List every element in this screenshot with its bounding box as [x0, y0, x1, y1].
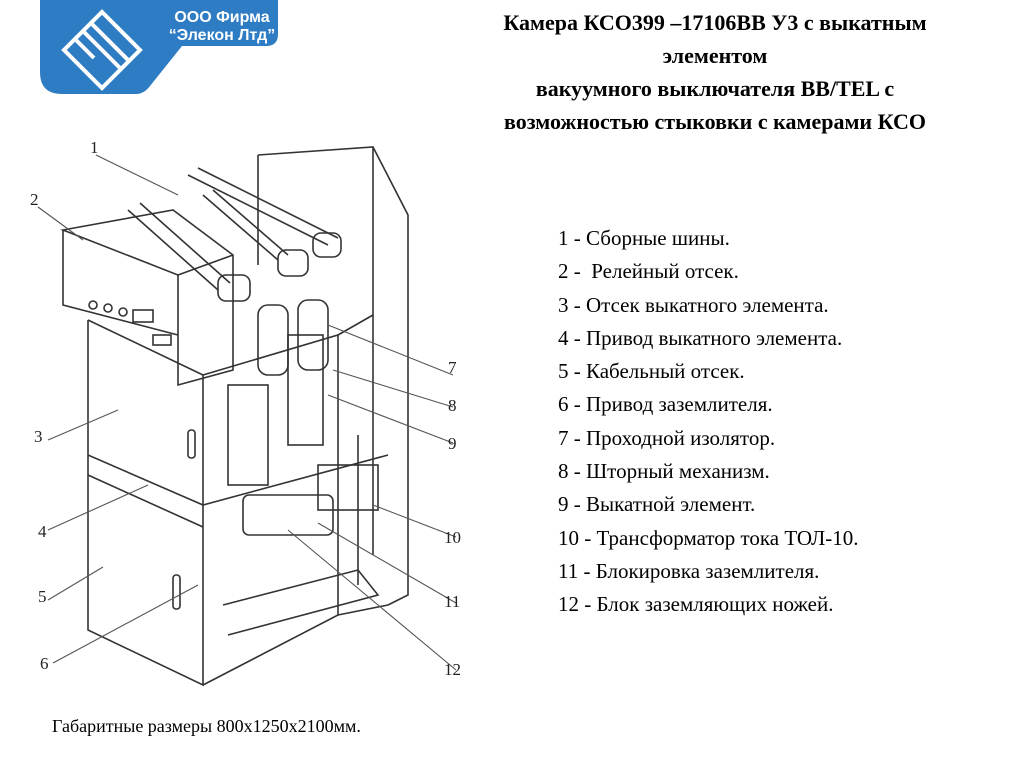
page-title: Камера КСО399 –17106ВВ У3 с выкатным эле… [420, 6, 1010, 138]
legend-item: 5 - Кабельный отсек. [558, 359, 745, 384]
title-line: Камера КСО399 –17106ВВ У3 с выкатным [503, 10, 927, 35]
legend-item: 8 - Шторный механизм. [558, 459, 770, 484]
legend-item: 4 - Привод выкатного элемента. [558, 325, 843, 350]
legend-item: 1 - Сборные шины. [558, 226, 730, 250]
legend-item: 3 - Отсек выкатного элемента. [558, 292, 829, 317]
title-line: элементом [662, 43, 768, 68]
title-line: возможностью стыковки с камерами КСО [503, 109, 927, 134]
legend-item: 6 - Привод заземлителя. [558, 392, 773, 417]
callout-7: 7 [448, 358, 457, 377]
callout-9: 9 [448, 434, 457, 453]
callout-5: 5 [38, 587, 47, 606]
legend-item: 2 - Релейный отсек. [558, 259, 739, 284]
logo-line-1: ООО Фирма [174, 9, 269, 26]
dimensions-caption: Габаритные размеры 800х1250х2100мм. [52, 716, 361, 736]
logo-line-2: “Элекон Лтд” [169, 27, 276, 44]
callout-6: 6 [40, 654, 49, 673]
legend-item: 11 - Блокировка заземлителя. [558, 558, 820, 583]
callout-12: 12 [444, 660, 461, 679]
component-legend: 1 - Сборные шины. 2 - Релейный отсек. 3 … [558, 222, 1018, 622]
legend-item: 9 - Выкатной элемент. [558, 492, 756, 517]
company-logo: ООО Фирма “Элекон Лтд” [40, 0, 278, 94]
legend-item: 7 - Проходной изолятор. [558, 425, 776, 450]
logo-emblem-icon [61, 9, 143, 91]
callout-3: 3 [34, 427, 43, 446]
callout-4: 4 [38, 522, 47, 541]
switchgear-diagram: 1 2 3 4 5 6 7 8 9 10 11 12 [30, 138, 461, 687]
callout-1: 1 [90, 138, 99, 157]
callout-2: 2 [30, 190, 39, 209]
callout-10: 10 [444, 528, 461, 547]
title-line: вакуумного выключателя ВВ/TEL с [535, 76, 895, 101]
legend-item: 12 - Блок заземляющих ножей. [558, 592, 834, 617]
callout-11: 11 [444, 592, 460, 611]
callout-8: 8 [448, 396, 457, 415]
legend-item: 10 - Трансформатор тока ТОЛ-10. [558, 525, 859, 550]
